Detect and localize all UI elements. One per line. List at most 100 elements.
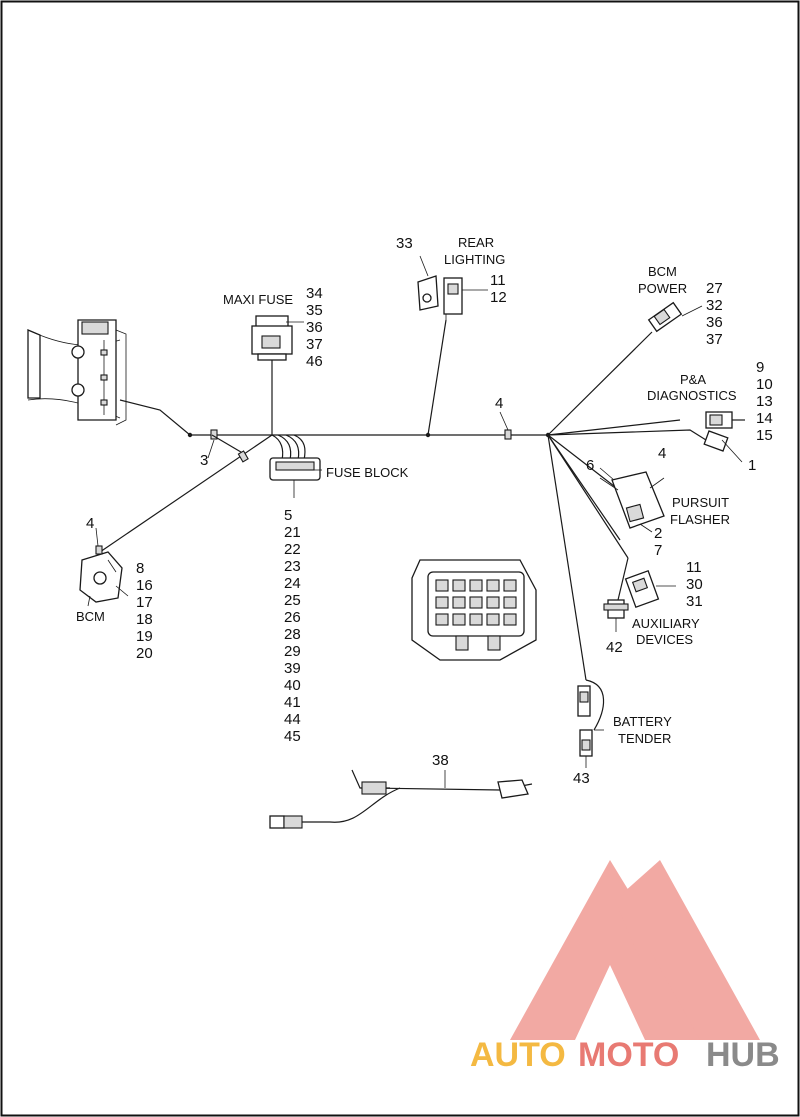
connector-pin xyxy=(486,596,500,609)
pin-grid xyxy=(435,579,517,626)
callout-maxi-fuse-2: 36 xyxy=(306,319,323,336)
callout-auxiliary-devices-2: 31 xyxy=(686,593,703,610)
rear-lighting-label-1: REAR xyxy=(458,235,494,250)
connector-pin xyxy=(435,596,449,609)
pursuit-flasher-label-2: FLASHER xyxy=(670,512,730,527)
pa-diagnostics xyxy=(547,411,745,452)
fuse-block-label: FUSE BLOCK xyxy=(326,465,409,480)
connector-pin xyxy=(486,579,500,592)
rear-lighting xyxy=(417,275,463,436)
fuse-block xyxy=(269,434,321,498)
auxiliary-devices-label-1: AUXILIARY xyxy=(632,616,700,631)
connector-pin xyxy=(435,613,449,626)
clip-3-lower xyxy=(237,450,249,463)
frame-bracket xyxy=(27,319,127,426)
connector-pin xyxy=(503,613,517,626)
pa-diagnostics-label-1: P&A xyxy=(680,372,706,387)
callout-pursuit-flasher-bottom-1: 7 xyxy=(654,542,662,559)
rear-lighting-label-2: LIGHTING xyxy=(444,252,505,267)
callout-bcm-0: 8 xyxy=(136,560,144,577)
connector-pin xyxy=(486,613,500,626)
callout-rear-lighting-bracket: 33 xyxy=(396,235,413,252)
logo-triangle-right xyxy=(615,860,760,1040)
callout-trunk-clip-right: 4 xyxy=(495,395,503,412)
callout-auxiliary-devices-0: 11 xyxy=(686,559,702,576)
pursuit-flasher-label-1: PURSUIT xyxy=(672,495,729,510)
callout-pa-diagnostics-1: 10 xyxy=(756,376,773,393)
callout-pursuit-flasher-bottom-0: 2 xyxy=(654,525,662,542)
maxi-fuse-label: MAXI FUSE xyxy=(223,292,293,307)
battery-tender-label-1: BATTERY xyxy=(613,714,672,729)
battery-tender xyxy=(547,434,605,768)
main-trunk xyxy=(119,399,551,440)
pa-diagnostics-label-2: DIAGNOSTICS xyxy=(647,388,737,403)
connector-pin xyxy=(469,596,483,609)
watermark-moto: MOTO xyxy=(578,1036,679,1074)
callout-bcm-power-1: 32 xyxy=(706,297,723,314)
connector-detail-view xyxy=(411,559,537,661)
callout-pa-diagnostics-3: 14 xyxy=(756,410,773,427)
callouts-pursuit-flasher-bottom: 27 xyxy=(654,525,662,559)
clip-3 xyxy=(210,429,218,440)
callout-maxi-fuse-1: 35 xyxy=(306,302,323,319)
callout-maxi-fuse-3: 37 xyxy=(306,336,323,353)
clip-4-right xyxy=(504,429,512,440)
callout-fuse-block-4: 24 xyxy=(284,575,301,592)
callout-bcm-power-0: 27 xyxy=(706,280,723,297)
callout-rear-lighting-1: 12 xyxy=(490,289,507,306)
callout-fuse-block-10: 40 xyxy=(284,677,301,694)
bcm-power-label-2: POWER xyxy=(638,281,687,296)
callout-fuse-block-12: 44 xyxy=(284,711,301,728)
callout-bcm-power-3: 37 xyxy=(706,331,723,348)
callout-auxiliary-cap: 42 xyxy=(606,639,623,656)
leader-lines xyxy=(95,255,743,731)
callout-fuse-block-2: 22 xyxy=(284,541,301,558)
callout-battery-tender: 43 xyxy=(573,770,590,787)
connector-pin xyxy=(503,579,517,592)
callout-bcm-1: 16 xyxy=(136,577,153,594)
callout-auxiliary-devices-1: 30 xyxy=(686,576,703,593)
callout-pa-diagnostics-2: 13 xyxy=(756,393,773,410)
battery-tender-label-2: TENDER xyxy=(618,731,671,746)
callout-trunk-clip-left: 3 xyxy=(200,452,208,469)
callout-pa-diagnostics-4: 15 xyxy=(756,427,773,444)
callout-fuse-block-0: 5 xyxy=(284,507,292,524)
callout-fuse-block-6: 26 xyxy=(284,609,301,626)
callout-maxi-fuse-4: 46 xyxy=(306,353,323,370)
bcm-branch xyxy=(99,434,273,553)
watermark-hub: HUB xyxy=(706,1036,780,1074)
callouts-pursuit-flasher-top: 64 xyxy=(586,445,666,474)
callout-fuse-block-8: 29 xyxy=(284,643,301,660)
callout-bcm-3: 18 xyxy=(136,611,153,628)
pursuit-flasher xyxy=(547,434,665,541)
callout-fuse-block-9: 39 xyxy=(284,660,301,677)
callout-bcm-power-2: 36 xyxy=(706,314,723,331)
callout-pa-diagnostics-0: 9 xyxy=(756,359,764,376)
callout-bcm-2: 17 xyxy=(136,594,153,611)
maxi-fuse xyxy=(251,315,293,435)
callout-bcm-clip: 4 xyxy=(86,515,94,532)
connector-pin xyxy=(452,596,466,609)
callout-bcm-5: 20 xyxy=(136,645,153,662)
accessory-harness-38 xyxy=(269,769,533,829)
callout-maxi-fuse-0: 34 xyxy=(306,285,323,302)
callout-fuse-block-1: 21 xyxy=(284,524,301,541)
bcm-module xyxy=(79,545,123,607)
callout-rear-lighting-0: 11 xyxy=(490,272,506,289)
callout-harness-38: 38 xyxy=(432,752,449,769)
callout-fuse-block-5: 25 xyxy=(284,592,301,609)
connector-pin xyxy=(503,596,517,609)
callout-fuse-block-3: 23 xyxy=(284,558,301,575)
callout-pursuit-flasher-top-0: 6 xyxy=(586,457,594,474)
connector-pin xyxy=(469,613,483,626)
callout-fuse-block-11: 41 xyxy=(284,694,301,711)
